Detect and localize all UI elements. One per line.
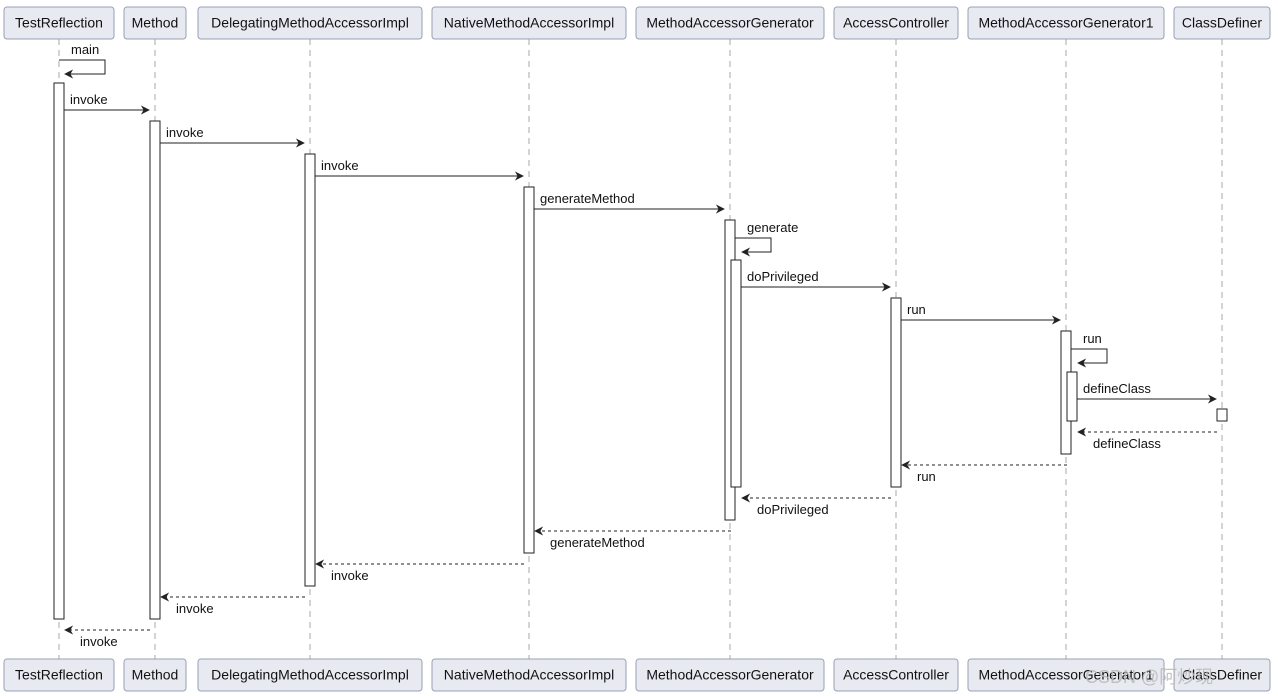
message-call-generate-method: generateMethod: [534, 191, 725, 214]
message-label: invoke: [80, 634, 118, 649]
message-label: run: [917, 469, 936, 484]
message-label: run: [1083, 331, 1102, 346]
participant-header-method-accessor-generator1: MethodAccessorGenerator1: [967, 6, 1165, 40]
participant-label: TestReflection: [15, 15, 103, 31]
message-call-main: main: [59, 42, 106, 79]
message-call-generate: generate: [735, 220, 798, 257]
message-call-do-privileged: doPrivileged: [741, 269, 891, 292]
message-return-define-class: defineClass: [1077, 427, 1217, 451]
participant-box: [123, 6, 187, 40]
message-label: run: [907, 302, 926, 317]
message-return-invoke: invoke: [64, 625, 150, 649]
participant-footer-access-controller: AccessController: [833, 658, 959, 692]
activation-bar: [304, 153, 316, 587]
activation-bar: [523, 186, 535, 554]
participant-box: [431, 6, 627, 40]
participant-label: ClassDefiner: [1182, 15, 1262, 31]
participant-label: Method: [132, 667, 179, 683]
participant-box: [197, 6, 423, 40]
participant-box: [3, 6, 115, 40]
message-call-invoke: invoke: [160, 125, 305, 148]
participant-label: MethodAccessorGenerator: [646, 15, 814, 31]
participant-footer-delegating-method-accessor-impl: DelegatingMethodAccessorImpl: [197, 658, 423, 692]
message-label: invoke: [321, 158, 359, 173]
participant-footer-method-accessor-generator: MethodAccessorGenerator: [635, 658, 825, 692]
participant-label: ClassDefiner: [1182, 667, 1262, 683]
participant-label: AccessController: [843, 667, 949, 683]
arrow-line: [735, 237, 772, 257]
participant-label: DelegatingMethodAccessorImpl: [211, 667, 409, 683]
message-call-invoke: invoke: [64, 92, 150, 115]
message-label: generate: [747, 220, 798, 235]
arrow-line: [59, 59, 106, 79]
participant-box: [635, 6, 825, 40]
participant-label: AccessController: [843, 15, 949, 31]
message-label: main: [71, 42, 99, 57]
message-label: invoke: [166, 125, 204, 140]
watermark: CSDN @阿炒现: [1085, 667, 1213, 687]
message-label: defineClass: [1093, 436, 1161, 451]
message-label: defineClass: [1083, 381, 1151, 396]
message-label: invoke: [176, 601, 214, 616]
message-return-generate-method: generateMethod: [534, 526, 731, 550]
activation-bar: [890, 297, 902, 488]
participant-box: [1173, 658, 1271, 692]
message-label: doPrivileged: [757, 502, 829, 517]
message-label: generateMethod: [550, 535, 645, 550]
participant-header-method-accessor-generator: MethodAccessorGenerator: [635, 6, 825, 40]
participant-footer-method: Method: [123, 658, 187, 692]
participant-box: [967, 6, 1165, 40]
activation-bar: [53, 82, 65, 620]
participant-box: [123, 658, 187, 692]
message-return-do-privileged: doPrivileged: [741, 493, 891, 517]
participant-label: DelegatingMethodAccessorImpl: [211, 15, 409, 31]
message-return-invoke: invoke: [160, 592, 305, 616]
participant-label: Method: [132, 15, 179, 31]
participant-box: [1173, 6, 1271, 40]
message-label: invoke: [70, 92, 108, 107]
message-label: invoke: [331, 568, 369, 583]
participant-label: MethodAccessorGenerator1: [978, 15, 1153, 31]
participant-label: NativeMethodAccessorImpl: [444, 15, 614, 31]
participant-box: [833, 6, 959, 40]
participant-footer-test-reflection: TestReflection: [3, 658, 115, 692]
activation-bar: [1066, 371, 1078, 422]
message-call-define-class: defineClass: [1077, 381, 1217, 404]
participant-header-class-definer: ClassDefiner: [1173, 6, 1271, 40]
participant-label: MethodAccessorGenerator1: [978, 667, 1153, 683]
activation-bar: [730, 259, 742, 488]
participant-box: [967, 658, 1165, 692]
message-label: doPrivileged: [747, 269, 819, 284]
message-return-run: run: [901, 460, 1067, 484]
message-return-invoke: invoke: [315, 559, 524, 583]
arrow-line: [1071, 348, 1108, 368]
message-call-run: run: [901, 302, 1061, 325]
participant-footer-native-method-accessor-impl: NativeMethodAccessorImpl: [431, 658, 627, 692]
participant-box: [197, 658, 423, 692]
participant-header-test-reflection: TestReflection: [3, 6, 115, 40]
activation-bar: [1216, 408, 1228, 422]
participant-header-delegating-method-accessor-impl: DelegatingMethodAccessorImpl: [197, 6, 423, 40]
participant-label: MethodAccessorGenerator: [646, 667, 814, 683]
participant-header-native-method-accessor-impl: NativeMethodAccessorImpl: [431, 6, 627, 40]
participant-label: NativeMethodAccessorImpl: [444, 667, 614, 683]
message-label: generateMethod: [540, 191, 635, 206]
participant-box: [833, 658, 959, 692]
message-call-invoke: invoke: [315, 158, 524, 181]
participant-box: [431, 658, 627, 692]
message-call-run: run: [1071, 331, 1108, 368]
participant-box: [635, 658, 825, 692]
participant-header-method: Method: [123, 6, 187, 40]
participant-header-access-controller: AccessController: [833, 6, 959, 40]
participant-footer-class-definer: ClassDefiner: [1173, 658, 1271, 692]
participant-label: TestReflection: [15, 667, 103, 683]
participant-box: [3, 658, 115, 692]
activation-bar: [149, 120, 161, 620]
participant-footer-method-accessor-generator1: MethodAccessorGenerator1: [967, 658, 1165, 692]
